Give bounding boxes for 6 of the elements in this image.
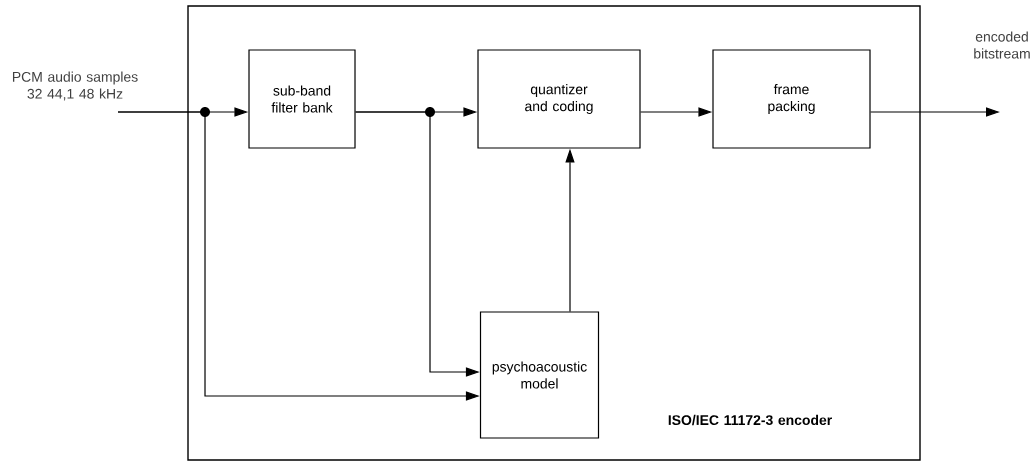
process-box: quantizer and coding xyxy=(477,49,641,149)
signal-label: PCM audio samples 32 44,1 48 kHz xyxy=(12,71,138,101)
process-box: sub-band filter bank xyxy=(248,49,356,149)
process-box: frame packing xyxy=(712,49,871,149)
process-box: psychoacoustic model xyxy=(479,311,600,439)
signal-label: encoded bitstream xyxy=(974,31,1030,59)
